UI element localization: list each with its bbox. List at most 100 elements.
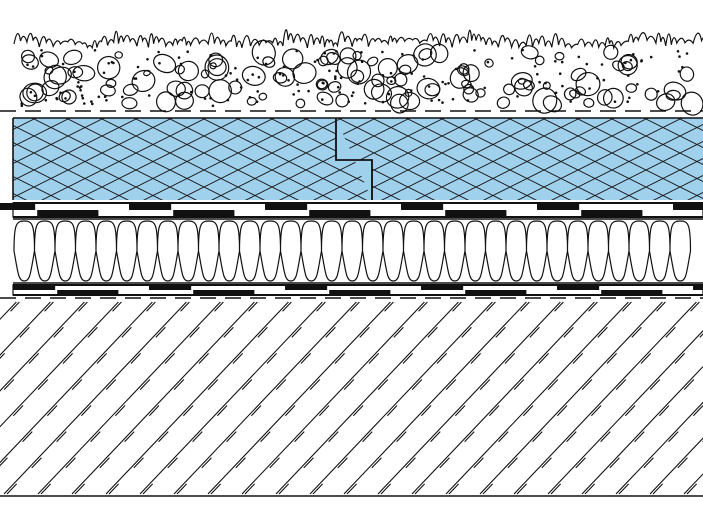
sand-dot xyxy=(146,58,149,61)
sand-dot xyxy=(441,80,445,84)
pebble xyxy=(241,65,266,86)
sand-dot xyxy=(656,90,660,93)
sand-dot xyxy=(685,52,689,55)
membrane-dark-segment xyxy=(693,285,703,290)
pebble xyxy=(295,98,306,109)
sand-dot xyxy=(307,89,310,93)
deck-hatch-line xyxy=(615,401,703,495)
sand-dot xyxy=(640,59,643,63)
sand-dot xyxy=(211,104,215,108)
pebble xyxy=(175,91,194,110)
pebble xyxy=(63,49,83,66)
pebble xyxy=(575,71,601,97)
pebble xyxy=(396,54,419,74)
sand-dot xyxy=(336,85,340,89)
pebble xyxy=(272,72,288,84)
deck-hatch-line xyxy=(71,301,255,495)
sand-dot xyxy=(316,58,319,62)
pebble xyxy=(394,72,408,87)
sand-dot xyxy=(278,72,282,76)
sand-dot xyxy=(335,69,338,73)
sand-dot xyxy=(29,90,33,94)
sand-dot xyxy=(91,102,94,106)
pebble xyxy=(522,80,535,91)
deck-hatch-line xyxy=(547,330,703,495)
xps-board-joint-hatch xyxy=(335,118,373,200)
pebble xyxy=(258,92,268,101)
deck-hatch-dash xyxy=(414,301,598,495)
pebble xyxy=(335,93,350,108)
pebble xyxy=(292,62,317,84)
sand-dot xyxy=(61,62,65,66)
sand-dot xyxy=(677,70,681,73)
sand-dot xyxy=(105,99,108,102)
pebble xyxy=(363,78,385,100)
sand-dot xyxy=(80,94,84,97)
sand-dot xyxy=(437,98,441,102)
pebble xyxy=(346,59,372,85)
deck-hatch-line xyxy=(411,301,595,495)
sand-dot xyxy=(451,97,455,101)
deck-hatch-line xyxy=(207,301,391,495)
sand-dot xyxy=(44,98,48,102)
sand-dot xyxy=(538,80,541,84)
deck-hatch-line xyxy=(581,365,703,495)
sand-dot xyxy=(136,65,140,69)
pebble xyxy=(510,72,533,90)
sand-dot xyxy=(209,96,212,100)
membrane-dark-segment xyxy=(285,285,328,290)
deck-hatch-dash xyxy=(652,440,703,495)
pebble xyxy=(370,83,393,103)
deck-hatch-dash xyxy=(0,301,54,360)
sand-dot xyxy=(350,94,354,98)
sand-dot xyxy=(234,66,237,70)
sand-dot xyxy=(334,75,337,78)
membrane-dark-segment xyxy=(601,290,663,295)
sand-dot xyxy=(256,56,260,60)
pebble xyxy=(386,76,397,86)
sand-dot xyxy=(229,72,232,75)
sand-dot xyxy=(387,92,391,96)
grass-tufts xyxy=(13,29,703,51)
sand-dot xyxy=(473,49,476,52)
sand-dot xyxy=(401,52,404,56)
sand-dot xyxy=(613,100,617,103)
sand-dot xyxy=(393,76,396,80)
membrane-dark-segment xyxy=(557,285,600,290)
deck-hatch-dash xyxy=(448,301,632,495)
membrane-upper xyxy=(0,202,703,218)
pebble xyxy=(563,87,577,101)
sand-dot xyxy=(533,65,537,68)
deck-hatch-line xyxy=(513,301,697,495)
pebble xyxy=(644,87,658,101)
sand-dot xyxy=(334,77,337,80)
membrane-dark-segment xyxy=(309,210,371,217)
sand-dot xyxy=(322,82,325,85)
sand-dot xyxy=(588,87,591,90)
membrane-lower xyxy=(12,284,703,296)
deck-hatch-dash xyxy=(0,301,156,467)
sand-dot xyxy=(561,84,564,88)
sand-dot xyxy=(31,65,35,68)
deck-hatch-line xyxy=(0,301,119,428)
membrane-dark-segment xyxy=(265,203,308,210)
membrane-dark-segment xyxy=(581,210,643,217)
membrane-dark-segment xyxy=(329,290,391,295)
sand-dot xyxy=(239,86,243,89)
pebble xyxy=(458,63,470,75)
pebble xyxy=(43,64,67,90)
pebble xyxy=(663,81,687,101)
sand-dot xyxy=(678,55,681,58)
sand-dot xyxy=(596,76,599,80)
deck-hatch-line xyxy=(445,301,629,495)
sand-dot xyxy=(409,89,413,92)
pebble xyxy=(449,67,471,89)
pebble xyxy=(534,55,545,66)
pebble xyxy=(617,54,638,76)
deck-hatch-line xyxy=(343,301,527,495)
membrane-dark-segment xyxy=(37,210,99,217)
sand-dot xyxy=(427,85,431,88)
pebble xyxy=(496,96,511,109)
pebble xyxy=(327,81,342,93)
sand-dot xyxy=(177,93,181,97)
